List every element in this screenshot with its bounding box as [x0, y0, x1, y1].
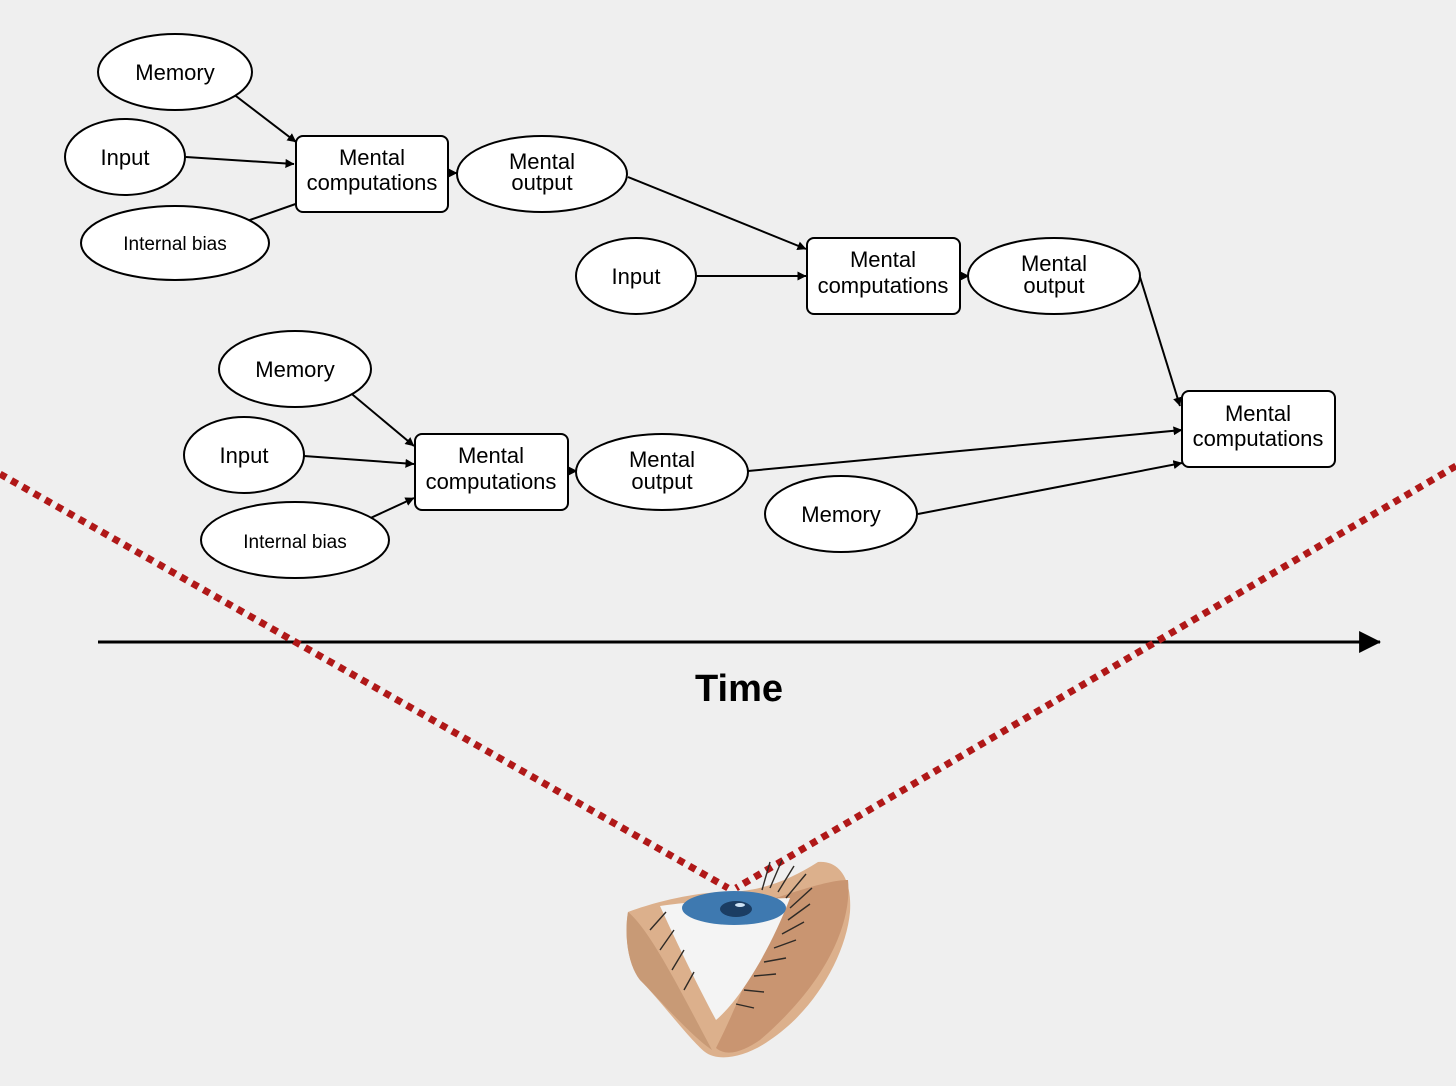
time-label: Time [695, 668, 783, 710]
mental-computations-node-4: Mental computations [1181, 390, 1336, 468]
edge-memory-3-to-computations-4 [917, 460, 1183, 515]
node-layer: Memory Input Internal bias Mental comput… [64, 33, 1336, 579]
mental-output-node-2: Mental output [967, 237, 1141, 315]
internal-bias-label: Internal bias [123, 234, 227, 255]
view-line-left [0, 470, 730, 892]
mental-computations-node-3: Mental computations [414, 433, 569, 511]
mental-computations-label-line-1: Mental [850, 247, 916, 272]
input-node-1: Input [64, 118, 186, 196]
memory-node-2: Memory [218, 330, 372, 408]
edge-memory-1-to-computations-1 [227, 89, 297, 143]
mental-computations-label-line-1: Mental [458, 443, 524, 468]
memory-node-1: Memory [97, 33, 253, 111]
edge-output-3-to-computations-4 [747, 426, 1183, 472]
mental-output-node-3: Mental output [575, 433, 749, 511]
memory-label: Memory [801, 502, 880, 527]
view-line-right [734, 462, 1456, 892]
edge-output-1-to-computations-2 [627, 176, 807, 250]
edge-input-1-to-computations-1 [185, 156, 295, 168]
edge-input-3-to-computations-3 [303, 455, 415, 468]
mental-computations-label-line-2: computations [307, 170, 438, 195]
input-label: Input [101, 145, 150, 170]
memory-label: Memory [135, 60, 214, 85]
field-of-view [0, 462, 1456, 892]
mental-output-node-1: Mental output [456, 135, 628, 213]
mental-computations-node-2: Mental computations [806, 237, 961, 315]
internal-bias-node-1: Internal bias [80, 205, 270, 281]
edge-output-2-to-computations-4 [1139, 276, 1182, 407]
mental-output-label-line-2: output [511, 170, 572, 195]
mental-output-label-line-1: Mental [1021, 251, 1087, 276]
mental-computations-label-line-2: computations [1193, 426, 1324, 451]
mental-output-label-line-2: output [1023, 273, 1084, 298]
input-node-3: Input [183, 416, 305, 494]
mental-output-label-line-1: Mental [509, 149, 575, 174]
mental-computations-label-line-2: computations [818, 273, 949, 298]
internal-bias-node-2: Internal bias [200, 501, 390, 579]
memory-node-3: Memory [764, 475, 918, 553]
mental-computations-label-line-1: Mental [339, 145, 405, 170]
input-label: Input [612, 264, 661, 289]
internal-bias-label: Internal bias [243, 532, 347, 553]
eye-icon [626, 859, 851, 1058]
mental-output-label-line-2: output [631, 469, 692, 494]
edge-memory-2-to-computations-3 [346, 389, 415, 447]
mental-computations-node-1: Mental computations [295, 135, 449, 213]
mental-computations-label-line-1: Mental [1225, 401, 1291, 426]
input-node-2: Input [575, 237, 697, 315]
mental-computations-label-line-2: computations [426, 469, 557, 494]
mental-output-label-line-1: Mental [629, 447, 695, 472]
time-axis: Time [98, 631, 1382, 710]
input-label: Input [220, 443, 269, 468]
memory-label: Memory [255, 357, 334, 382]
